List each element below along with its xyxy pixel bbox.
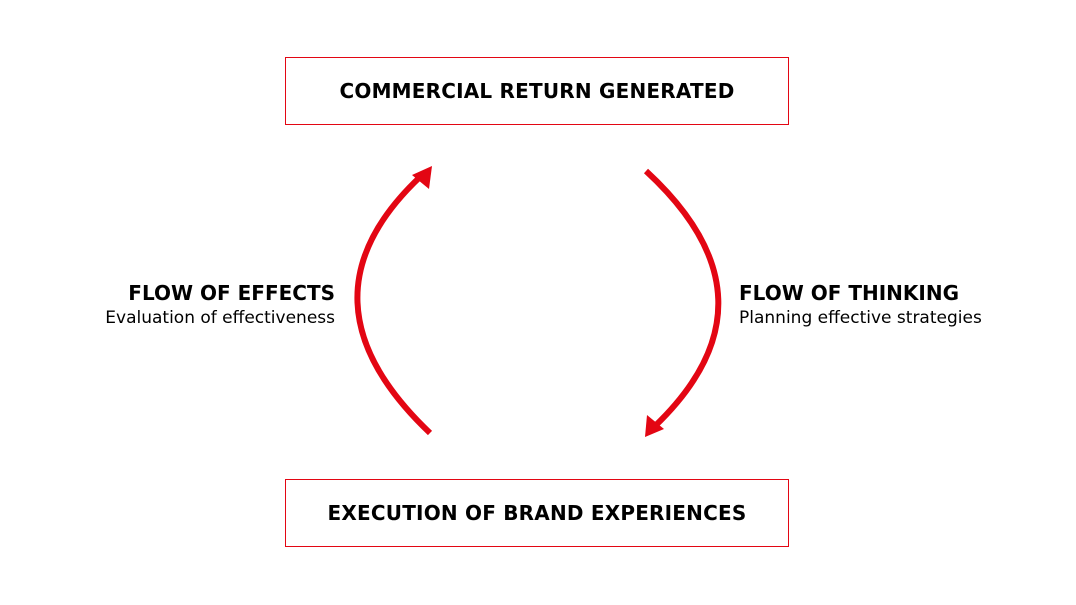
flow-of-effects-title: FLOW OF EFFECTS bbox=[128, 281, 335, 305]
commercial-return-box: COMMERCIAL RETURN GENERATED bbox=[285, 57, 789, 125]
commercial-return-label: COMMERCIAL RETURN GENERATED bbox=[339, 79, 735, 103]
brand-experiences-label: EXECUTION OF BRAND EXPERIENCES bbox=[327, 501, 747, 525]
flow-of-effects-subtitle: Evaluation of effectiveness bbox=[105, 308, 335, 328]
flow-of-thinking-title: FLOW OF THINKING bbox=[739, 281, 959, 305]
flow-of-thinking-arrowhead bbox=[645, 415, 664, 437]
flow-of-effects-arrow bbox=[354, 174, 433, 436]
flow-of-thinking-group: FLOW OF THINKING Planning effective stra… bbox=[739, 280, 982, 330]
flow-of-effects-arrowhead bbox=[412, 166, 432, 189]
flow-of-thinking-arrow bbox=[643, 168, 722, 429]
brand-experiences-box: EXECUTION OF BRAND EXPERIENCES bbox=[285, 479, 789, 547]
flow-of-effects-group: FLOW OF EFFECTS Evaluation of effectiven… bbox=[105, 280, 335, 330]
flow-of-thinking-subtitle: Planning effective strategies bbox=[739, 308, 982, 328]
